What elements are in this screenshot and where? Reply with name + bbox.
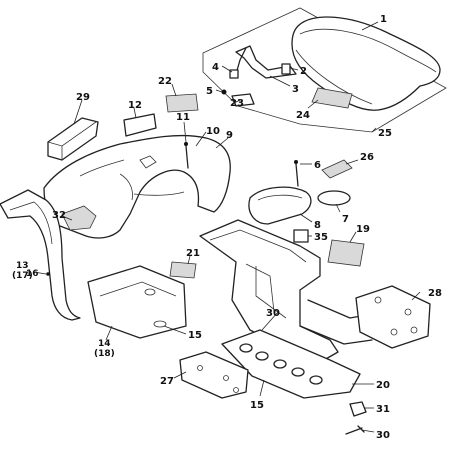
pad-part-24 bbox=[311, 87, 353, 109]
footrest-hole2 bbox=[144, 288, 156, 296]
fender-mudguard-32 bbox=[61, 205, 97, 231]
pad-part-19 bbox=[327, 239, 365, 267]
callout-23: 23 bbox=[230, 98, 244, 109]
footrest-part-14 bbox=[87, 265, 187, 339]
callout-22: 22 bbox=[158, 76, 172, 87]
seat-base-rim bbox=[257, 194, 303, 201]
ring-part-7 bbox=[317, 190, 351, 206]
seat-latch-rod bbox=[235, 47, 247, 75]
plate-hole bbox=[374, 296, 382, 304]
latch-part-5 bbox=[221, 89, 227, 95]
fender-wheelwell bbox=[119, 173, 133, 201]
callout-31: 31 bbox=[376, 404, 390, 415]
nut-part-31 bbox=[349, 401, 367, 417]
plate27-hole3 bbox=[233, 387, 239, 393]
bolt-part-6 bbox=[295, 163, 299, 187]
frame-part-10 bbox=[199, 219, 339, 361]
plate-hole2 bbox=[404, 308, 412, 316]
callout-1: 1 bbox=[380, 14, 387, 25]
cover-part-29 bbox=[47, 117, 99, 161]
leader-lines bbox=[33, 21, 421, 433]
seat-side bbox=[295, 49, 373, 105]
seat-base-8 bbox=[248, 186, 312, 225]
callout-27: 27 bbox=[160, 376, 174, 387]
callout-28: 28 bbox=[428, 288, 442, 299]
fender-crease2 bbox=[133, 191, 185, 196]
pad-part-26 bbox=[321, 159, 353, 179]
callout-13: 13 bbox=[16, 261, 29, 271]
callout-4: 4 bbox=[212, 62, 219, 73]
callout-5: 5 bbox=[206, 86, 213, 97]
plate-part-28 bbox=[355, 285, 431, 349]
plate-hole3 bbox=[390, 328, 398, 336]
callout-9: 9 bbox=[226, 130, 233, 141]
callout-21: 21 bbox=[186, 248, 200, 259]
screw-part-16 bbox=[46, 272, 50, 276]
callout-8: 8 bbox=[314, 220, 321, 231]
plate27-hole bbox=[197, 365, 203, 371]
bolt-part-6-head bbox=[294, 160, 298, 164]
seat-part-1 bbox=[291, 16, 441, 111]
block-part-35 bbox=[293, 229, 309, 243]
fender-cutout bbox=[139, 155, 157, 169]
fender-crease bbox=[79, 159, 125, 177]
callout-35: 35 bbox=[314, 232, 328, 243]
callout-6: 6 bbox=[314, 160, 321, 171]
bolt-head bbox=[184, 142, 188, 146]
callout-10: 10 bbox=[206, 126, 220, 137]
callout-16: 16 bbox=[26, 269, 39, 279]
callout-13-alt: (17) bbox=[12, 271, 33, 281]
frame-brace bbox=[245, 263, 275, 313]
bolt-part-11 bbox=[185, 145, 189, 169]
bolt-part-30 bbox=[345, 425, 365, 435]
seat-edge bbox=[299, 28, 437, 73]
latch-part-4 bbox=[229, 69, 239, 79]
callout-14: 14 bbox=[98, 339, 111, 349]
callout-29: 29 bbox=[76, 92, 90, 103]
callout-14-alt: (18) bbox=[94, 349, 115, 359]
callout-24: 24 bbox=[296, 110, 310, 121]
plate27-hole2 bbox=[223, 375, 229, 381]
footrest-rib bbox=[99, 281, 177, 297]
callout-7: 7 bbox=[342, 214, 349, 225]
callout-11: 11 bbox=[176, 112, 190, 123]
frame-arm bbox=[299, 325, 373, 345]
under-tray-20 bbox=[221, 329, 361, 399]
callout-25: 25 bbox=[378, 128, 392, 139]
frame-brace2 bbox=[255, 266, 287, 319]
latch-part-2 bbox=[281, 63, 291, 75]
seat-latch-bracket bbox=[235, 45, 297, 79]
callout-2: 2 bbox=[300, 66, 307, 77]
footrest-hole bbox=[153, 320, 167, 328]
callout-20: 20 bbox=[376, 380, 390, 391]
callout-15-upper: 15 bbox=[188, 330, 202, 341]
pad-part-21 bbox=[169, 261, 197, 279]
mudguard-edge bbox=[9, 201, 53, 245]
callout-26: 26 bbox=[360, 152, 374, 163]
callout-12: 12 bbox=[128, 100, 142, 111]
callout-30-upper: 30 bbox=[266, 308, 280, 319]
frame-rail bbox=[209, 229, 307, 263]
callout-3: 3 bbox=[292, 84, 299, 95]
callout-15-lower: 15 bbox=[250, 400, 264, 411]
callout-30-lower: 30 bbox=[376, 430, 390, 441]
callout-19: 19 bbox=[356, 224, 370, 235]
flap-part-12 bbox=[123, 113, 157, 137]
pad-part-22 bbox=[165, 93, 199, 113]
callout-32: 32 bbox=[52, 210, 66, 221]
callout-labels: 1 2 3 4 5 6 7 8 9 10 11 12 13 (17) 14 (1… bbox=[12, 14, 442, 441]
tray-rollers bbox=[239, 343, 323, 385]
plate-hole4 bbox=[410, 326, 418, 334]
plate-part-27 bbox=[179, 351, 249, 399]
side-mudguard-13 bbox=[0, 189, 81, 321]
